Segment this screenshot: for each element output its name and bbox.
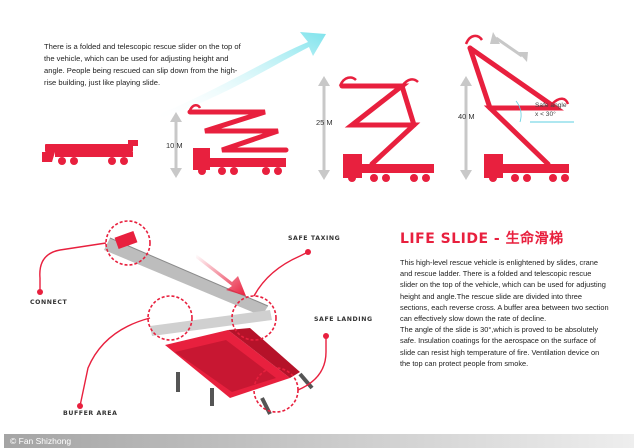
- height-arrows: [170, 32, 528, 180]
- callout-connect: CONNECT: [30, 299, 68, 306]
- leader-lines: [39, 242, 327, 407]
- height-label-40m: 40 M: [458, 112, 475, 121]
- truck-folded: [42, 140, 138, 165]
- safe-angle-line1: Safe angle: [535, 102, 567, 109]
- description-paragraph-1: This high-level rescue vehicle is enligh…: [400, 258, 609, 324]
- safe-angle-label: Safe angle x < 30°: [535, 101, 567, 119]
- page-title: LIFE SLIDE - 生命滑梯: [400, 231, 564, 247]
- truck-10m: [187, 104, 289, 175]
- description-paragraph-2: The angle of the slide is 30°,which is p…: [400, 325, 600, 368]
- sweep-arrow: [150, 32, 326, 120]
- callout-safe-landing: SAFE LANDING: [314, 316, 373, 323]
- motion-arrow: [196, 254, 246, 296]
- description-text: This high-level rescue vehicle is enligh…: [400, 257, 610, 369]
- truck-25m: [338, 76, 434, 182]
- callout-safe-taxing: SAFE TAXING: [288, 235, 341, 242]
- height-label-10m: 10 M: [166, 141, 183, 150]
- photo-credit: © Fan Shizhong: [4, 434, 634, 448]
- callout-buffer-area: BUFFER AREA: [63, 410, 118, 417]
- height-label-25m: 25 M: [316, 118, 333, 127]
- truck-40m: [464, 34, 574, 182]
- leader-dots: [37, 249, 329, 409]
- intro-text: There is a folded and telescopic rescue …: [44, 42, 241, 87]
- safe-angle-line2: x < 30°: [535, 111, 556, 118]
